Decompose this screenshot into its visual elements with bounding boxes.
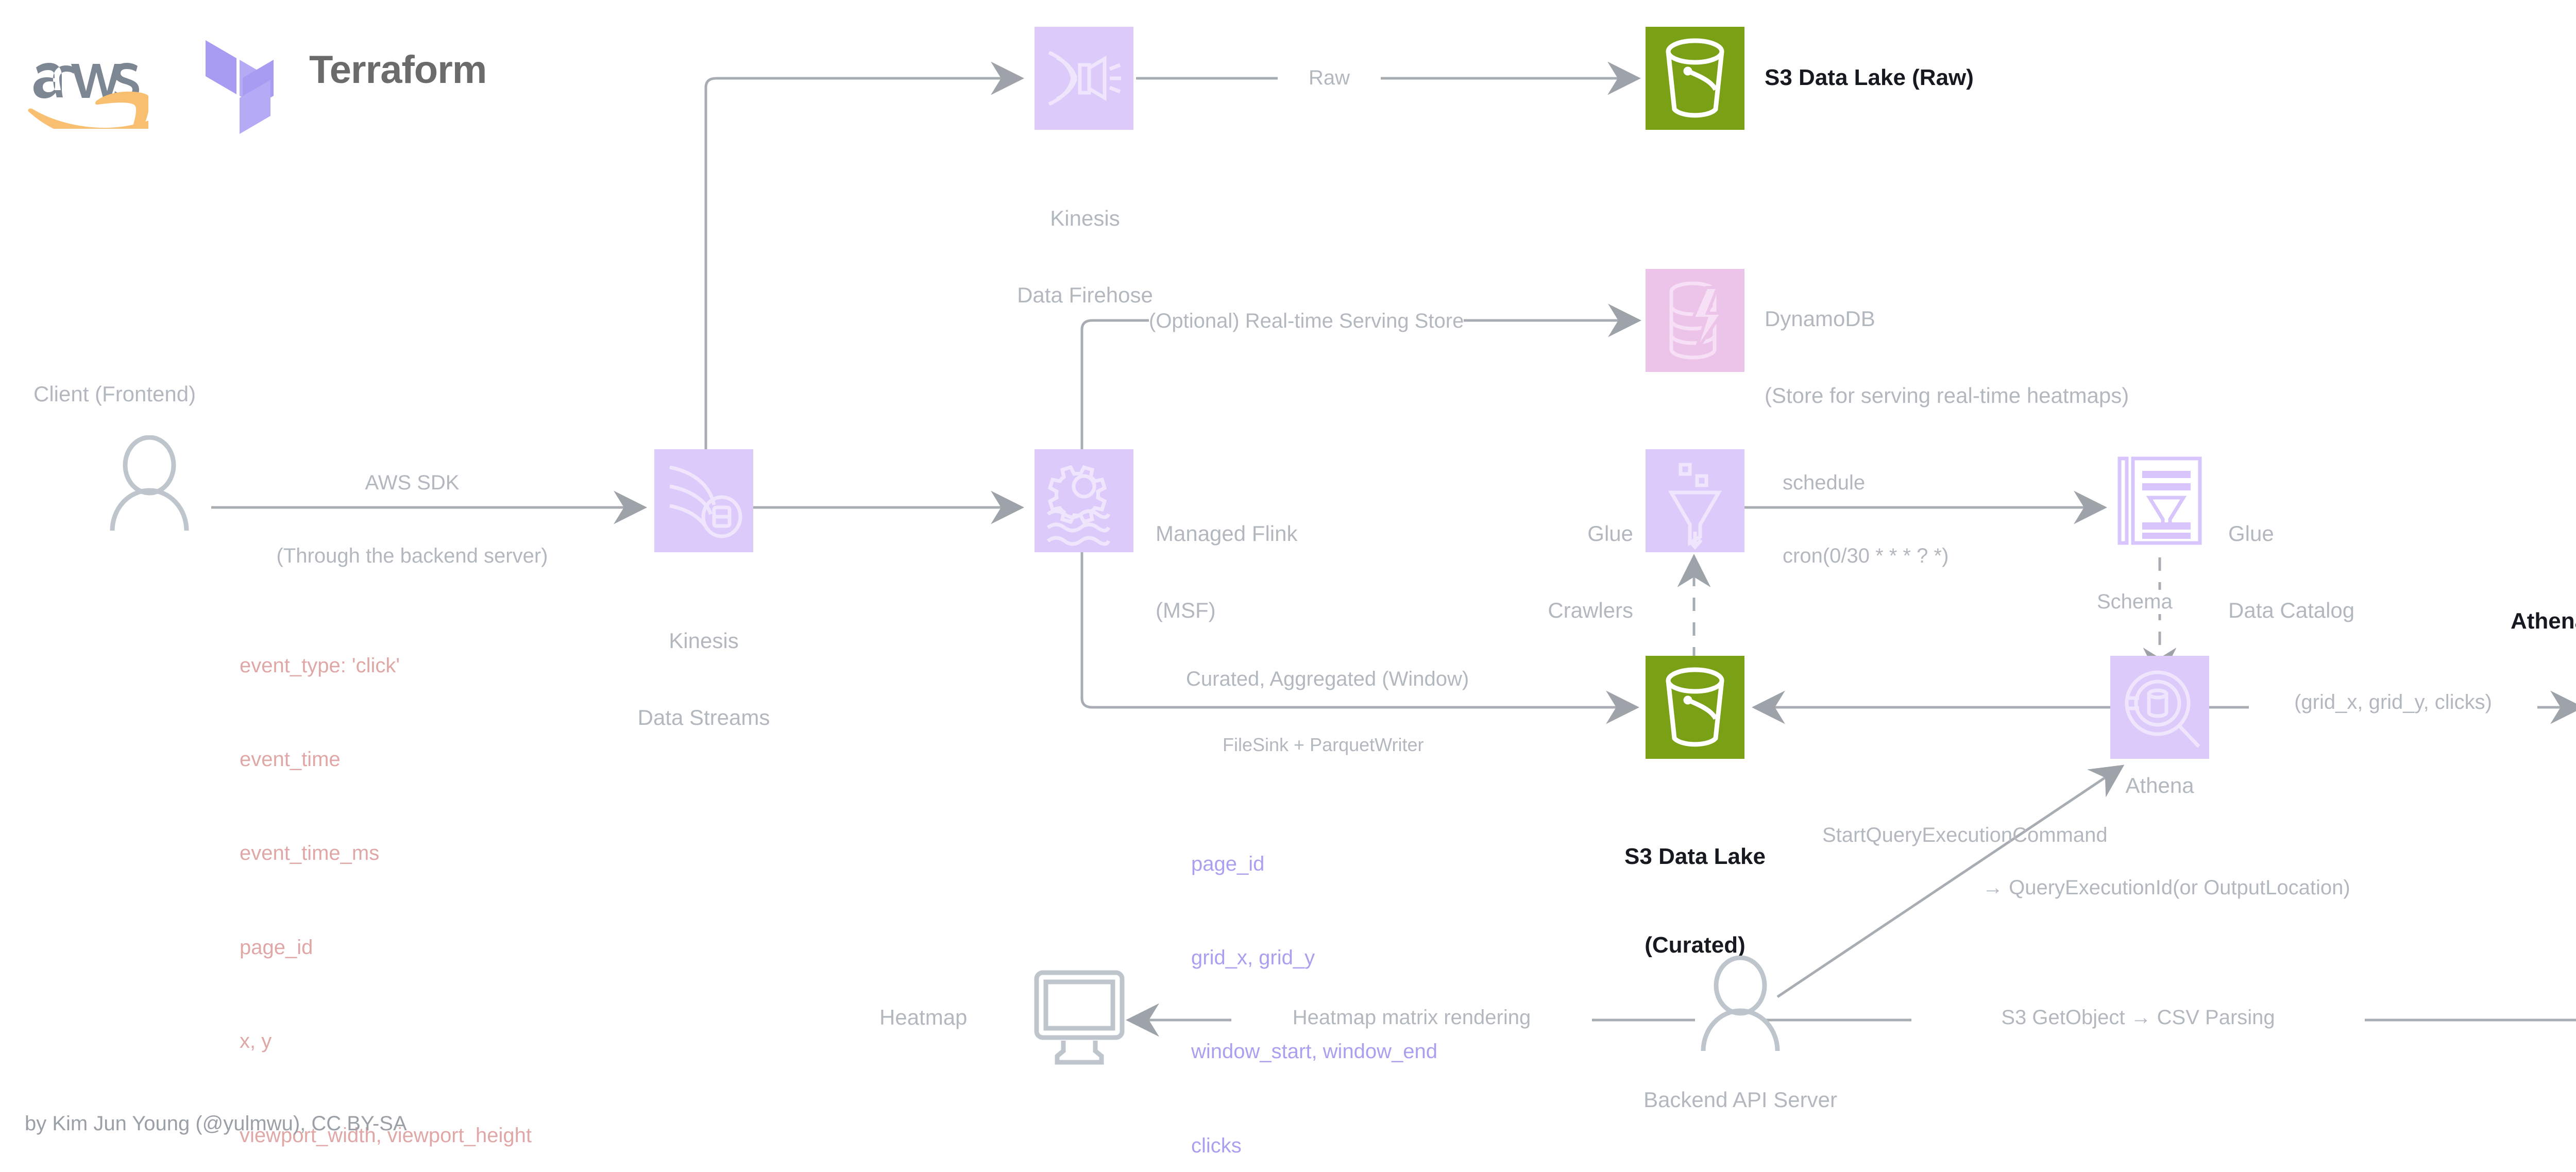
- grid-tuple-edge-label: (grid_x, grid_y, clicks): [2249, 690, 2537, 715]
- raw-edge-label: Raw: [1278, 66, 1381, 91]
- terraform-wordmark: Terraform: [309, 48, 487, 92]
- backend-user-icon: [1694, 955, 1787, 1054]
- curated-aggregated-edge-label: Curated, Aggregated (Window): [1186, 667, 1469, 692]
- dynamodb-label-line-1: DynamoDB: [1765, 307, 1875, 331]
- event-field-3: page_id: [240, 936, 313, 959]
- event-field-5: viewport_width, viewport_height: [240, 1124, 532, 1147]
- event-fields-list: event_type: 'click' event_time event_tim…: [240, 587, 532, 1172]
- aws-sdk-line-1: AWS SDK: [365, 471, 460, 495]
- glue-crawlers-label: Glue Crawlers: [1489, 470, 1633, 674]
- flink-label-line-2: (MSF): [1156, 598, 1216, 622]
- kds-label: Kinesis Data Streams: [531, 577, 877, 781]
- event-field-4: x, y: [240, 1030, 272, 1053]
- curated-field-0: page_id: [1191, 852, 1265, 875]
- aws-logo-icon: [25, 41, 162, 146]
- optional-store-edge-label: (Optional) Real-time Serving Store: [1149, 309, 1464, 334]
- athena-icon: [2110, 656, 2209, 759]
- aws-sdk-line-2: (Through the backend server): [276, 544, 548, 567]
- curated-field-3: clicks: [1191, 1134, 1242, 1157]
- dynamodb-label-line-2: (Store for serving real-time heatmaps): [1765, 383, 2129, 407]
- firehose-label: Kinesis Data Firehose: [912, 155, 1258, 359]
- backend-api-server-label: Backend API Server: [1643, 1088, 1837, 1112]
- glue-crawlers-label-line-2: Crawlers: [1548, 598, 1633, 622]
- s3-curated-label: S3 Data Lake (Curated): [1556, 783, 1834, 1019]
- client-label: Client (Frontend): [33, 382, 196, 406]
- schedule-line-1: schedule: [1783, 471, 1866, 495]
- s3-raw-bucket-icon: [1646, 27, 1744, 130]
- schedule-line-2: cron(0/30 * * * ? *): [1783, 544, 1949, 567]
- s3-curated-label-line-1: S3 Data Lake: [1624, 844, 1766, 870]
- schedule-edge-label: schedule cron(0/30 * * * ? *): [1783, 422, 1948, 617]
- s3-getobject-edge-label: S3 GetObject → CSV Parsing: [1911, 1006, 2365, 1030]
- aws-sdk-label: AWS SDK (Through the backend server): [222, 422, 603, 617]
- filesink-edge-label: FileSink + ParquetWriter: [1223, 734, 1424, 755]
- firehose-label-line-1: Kinesis: [1050, 206, 1120, 231]
- heatmap-label: Heatmap: [879, 1005, 968, 1029]
- athena-label: Athena: [2125, 773, 2194, 797]
- glue-catalog-label-line-1: Glue: [2228, 521, 2274, 546]
- glue-crawler-icon: [1646, 449, 1744, 552]
- flink-label-line-1: Managed Flink: [1156, 521, 1298, 546]
- glue-data-catalog-icon: [2110, 449, 2209, 552]
- curated-field-1: grid_x, grid_y: [1191, 946, 1315, 969]
- start-query-label: StartQueryExecutionCommand: [1822, 824, 2108, 846]
- kds-label-line-2: Data Streams: [637, 705, 770, 729]
- event-field-1: event_time: [240, 748, 341, 771]
- glue-catalog-label-line-2: Data Catalog: [2228, 598, 2355, 622]
- s3-curated-bucket-icon: [1646, 656, 1744, 759]
- kinesis-data-streams-icon: [654, 449, 753, 552]
- event-field-2: event_time_ms: [240, 842, 380, 865]
- terraform-logo-lower-icon: [204, 35, 299, 143]
- curated-fields-list: page_id grid_x, grid_y window_start, win…: [1191, 786, 1437, 1172]
- dynamodb-label: DynamoDB (Store for serving real-time he…: [1765, 255, 2129, 459]
- attribution-label: by Kim Jun Young (@yulmwu), CC BY-SA: [25, 1112, 407, 1135]
- kinesis-firehose-icon: [1035, 27, 1133, 130]
- flink-label: Managed Flink (MSF): [1156, 470, 1297, 674]
- s3-raw-label: S3 Data Lake (Raw): [1765, 65, 1974, 90]
- monitor-icon: [1026, 969, 1132, 1072]
- heatmap-rendering-edge-label: Heatmap matrix rendering: [1231, 1006, 1592, 1030]
- managed-flink-icon: [1035, 449, 1133, 552]
- schema-edge-label: Schema: [2097, 590, 2173, 615]
- curated-field-2: window_start, window_end: [1191, 1040, 1438, 1063]
- firehose-label-line-2: Data Firehose: [1017, 282, 1153, 307]
- kds-label-line-1: Kinesis: [669, 629, 739, 653]
- user-icon: [103, 435, 196, 533]
- event-field-0: event_type: 'click': [240, 654, 400, 677]
- glue-crawlers-label-line-1: Glue: [1587, 521, 1633, 546]
- query-execution-id-label: → QueryExecutionId(or OutputLocation): [1982, 876, 2350, 899]
- athena-results-label: Athena Results: [2511, 608, 2576, 634]
- glue-catalog-label: Glue Data Catalog: [2228, 470, 2354, 674]
- s3-curated-label-line-2: (Curated): [1645, 932, 1745, 958]
- dynamodb-icon: [1646, 269, 1744, 372]
